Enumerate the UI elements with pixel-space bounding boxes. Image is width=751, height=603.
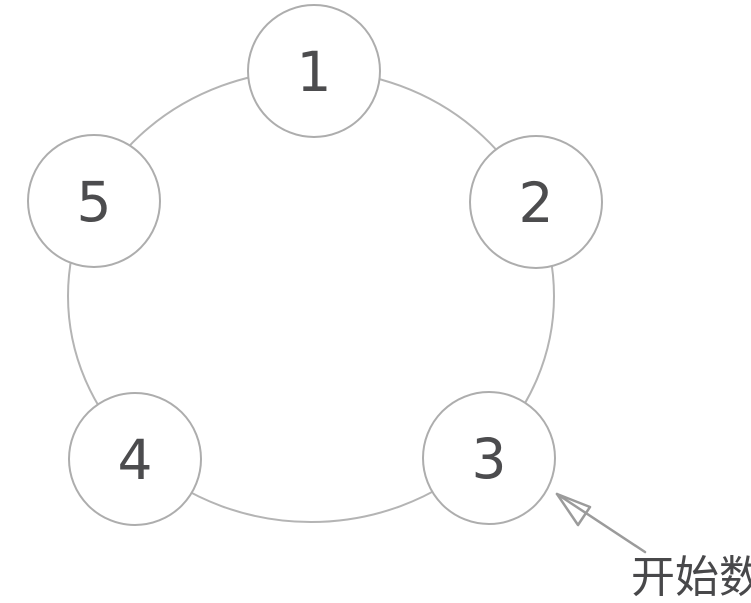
node-number-1: 1 [297, 40, 332, 104]
node-circle-4 [68, 392, 202, 526]
node-circle-5 [27, 134, 161, 268]
arrow-shaft [555, 492, 647, 554]
node-1: 1 [247, 4, 381, 138]
arrow-head-icon [555, 492, 592, 527]
node-5: 5 [27, 134, 161, 268]
node-circle-2 [469, 135, 603, 269]
node-number-4: 4 [118, 428, 153, 492]
node-circle-3 [422, 391, 556, 525]
node-4: 4 [68, 392, 202, 526]
start-arrow [555, 492, 647, 554]
node-number-5: 5 [77, 170, 112, 234]
node-number-3: 3 [472, 427, 507, 491]
node-3: 3 [422, 391, 556, 525]
node-2: 2 [469, 135, 603, 269]
node-circle-1 [247, 4, 381, 138]
start-count-label: 开始数 [631, 552, 751, 603]
node-number-2: 2 [519, 171, 554, 235]
